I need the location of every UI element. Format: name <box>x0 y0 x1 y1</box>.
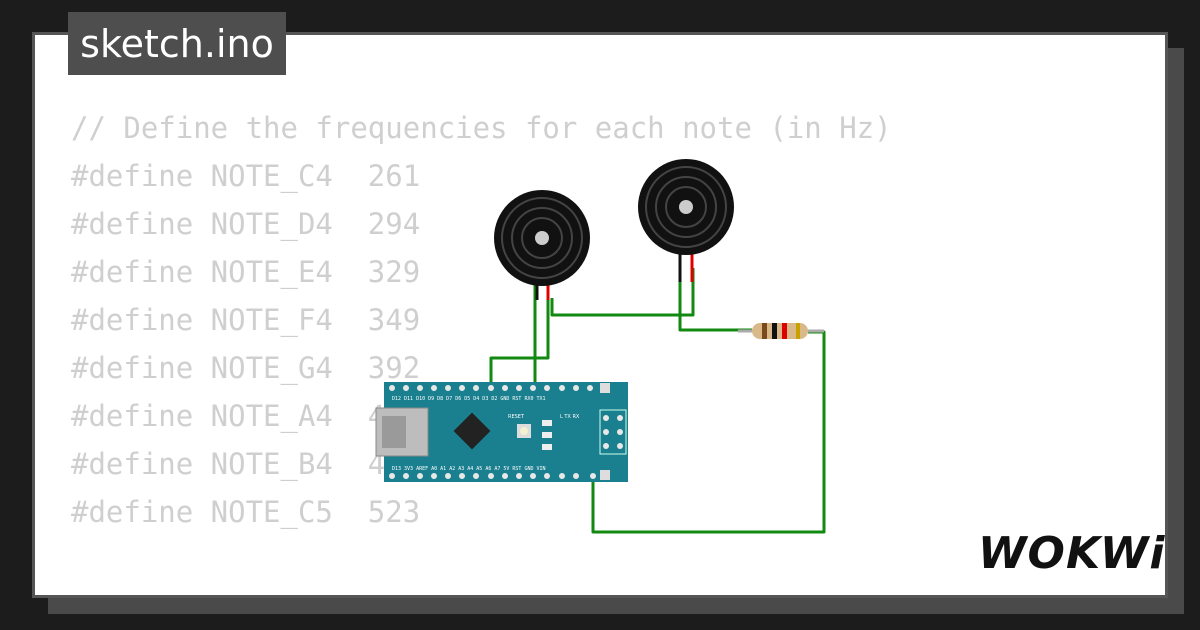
code-editor: // Define the frequencies for each note … <box>71 104 996 595</box>
code-line: #define NOTE_G4 392 <box>71 351 421 385</box>
code-line: #define NOTE_C5 523 <box>71 495 421 529</box>
code-line: // Define the frequencies for each note … <box>71 111 892 145</box>
code-line: #define NOTE_C4 261 <box>71 159 421 193</box>
board-led-labels: L TX RX <box>560 414 580 420</box>
buzzer-left[interactable] <box>494 190 590 300</box>
resistor[interactable] <box>738 323 824 339</box>
board-bottom-pin-labels: D13 3V3 AREF A0 A1 A2 A3 A4 A5 A6 A7 5V … <box>392 466 546 472</box>
wire <box>678 268 752 332</box>
board-reset-label: RESET <box>508 414 525 420</box>
arduino-nano[interactable]: D12 D11 D10 D9 D8 D7 D6 D5 D4 D3 D2 GND … <box>375 382 628 482</box>
code-line: #define NOTE_B4 493 <box>71 447 421 481</box>
buzzer-right[interactable] <box>638 159 734 282</box>
file-tab[interactable]: sketch.ino <box>68 12 286 75</box>
code-line: #define NOTE_E4 329 <box>71 255 421 289</box>
wire <box>550 268 695 317</box>
board-top-pin-labels: D12 D11 D10 D9 D8 D7 D6 D5 D4 D3 D2 GND … <box>392 396 546 402</box>
wokwi-logo: WOKWi <box>978 528 1166 579</box>
code-line: // Define the duration of each note (in … <box>71 584 996 595</box>
code-line: #define NOTE_D4 294 <box>71 207 421 241</box>
wire <box>489 283 550 388</box>
code-line: #define NOTE_F4 349 <box>71 303 421 337</box>
